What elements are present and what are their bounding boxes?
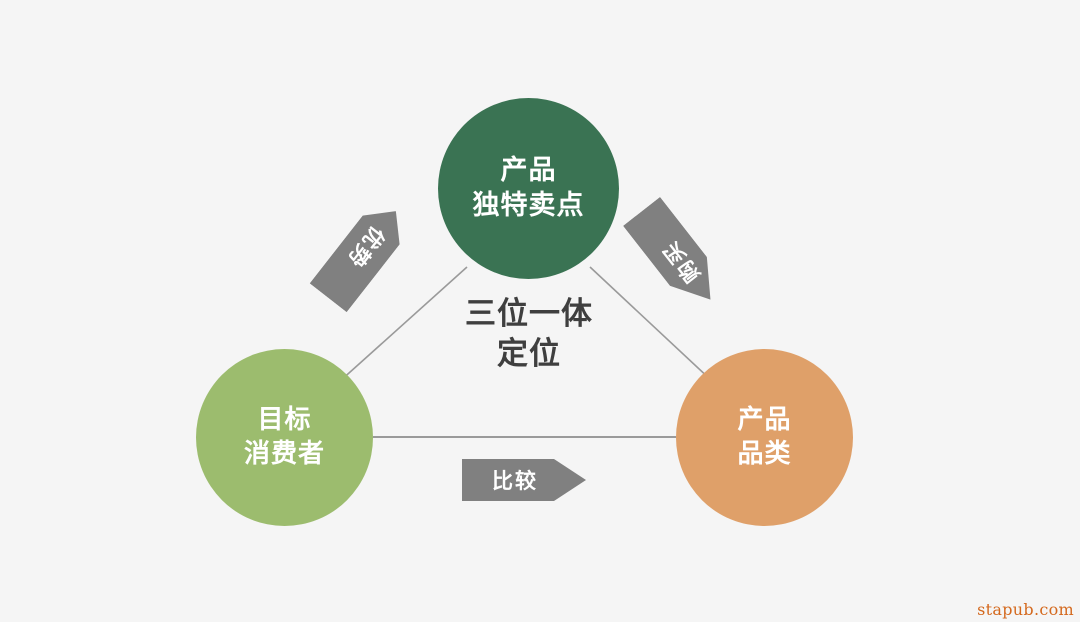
center-title-line1: 三位一体 (465, 296, 593, 332)
node-target-consumer[interactable]: 目标 消费者 (196, 349, 373, 526)
node-product-category[interactable]: 产品 品类 (676, 349, 853, 526)
node-product-usp[interactable]: 产品 独特卖点 (438, 98, 619, 279)
node-target-consumer-line2: 消费者 (243, 438, 325, 469)
node-product-usp-line2: 独特卖点 (472, 189, 585, 221)
arrow-label-compare-text: 比较 (492, 469, 538, 493)
connector-usp-to-consumer (338, 266, 468, 383)
center-title-line2: 定位 (497, 336, 561, 373)
center-title: 三位一体 定位 (418, 294, 640, 375)
connector-usp-to-category (589, 266, 713, 382)
node-product-category-line1: 产品 (737, 405, 792, 436)
node-product-usp-line1: 产品 (500, 154, 557, 186)
node-target-consumer-line1: 目标 (257, 405, 312, 436)
watermark: stapub.com (977, 600, 1074, 619)
node-product-category-line2: 品类 (737, 438, 792, 469)
